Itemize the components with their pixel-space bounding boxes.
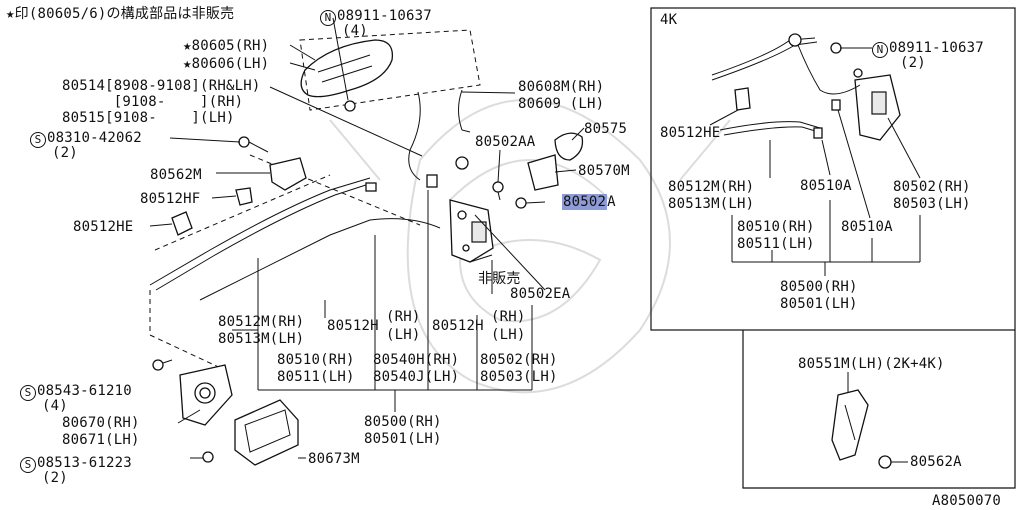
label-80512M-main: 80512M(RH): [218, 314, 305, 330]
label-80513M-main: 80513M(LH): [218, 331, 305, 347]
label-80502EA: 80502EA: [510, 286, 571, 302]
label-80502AA: 80502AA: [475, 134, 536, 150]
label-80514-b: [9108- ](RH): [62, 94, 244, 110]
label-80540J: 80540J(LH): [373, 369, 460, 385]
s-circle-icon: S: [30, 132, 46, 148]
label-80510A-b: 80510A: [841, 219, 893, 235]
label-80540H: 80540H(RH): [373, 352, 460, 368]
label-80671: 80671(LH): [62, 432, 140, 448]
label-80606: ★80606(LH): [183, 56, 270, 72]
label-80514: 80514[8908-9108](RH&LH): [62, 78, 261, 94]
highlighted-part: 80502: [562, 194, 608, 210]
label-80512HE-4k: 80512HE: [660, 125, 721, 141]
label-80512H-a: 80512H: [327, 318, 379, 334]
label-80502-4k: 80502(RH): [893, 179, 971, 195]
bracket-80551M: [831, 389, 869, 461]
part-number: 08513-61223: [37, 455, 132, 471]
clip-80512HF: [235, 187, 253, 206]
label-80510A-a: 80510A: [800, 178, 852, 194]
escutcheon-80673M: [234, 399, 299, 466]
label-80670: 80670(RH): [62, 415, 140, 431]
s-circle-icon: S: [20, 457, 36, 473]
label-rh-a: (RH): [386, 309, 421, 325]
box-2k4k: [742, 330, 1016, 489]
label-80503-main: 80503(LH): [480, 369, 558, 385]
label-lh-b: (LH): [491, 327, 526, 343]
part-number: 08911-10637: [889, 40, 984, 56]
label-80502A: 80502A: [562, 194, 616, 210]
screw: [152, 359, 214, 463]
label-80551M: 80551M(LH)(2K+4K): [798, 356, 945, 372]
samurai-helmet-watermark: [329, 99, 731, 394]
screw: [238, 136, 546, 209]
label-80609: 80609 (LH): [518, 96, 605, 112]
label-80515: 80515[9108- ](LH): [62, 110, 235, 126]
label-rh-b: (RH): [491, 309, 526, 325]
label-80512HE-main: 80512HE: [73, 219, 134, 235]
label-80503-4k: 80503(LH): [893, 196, 971, 212]
label-80511-4k: 80511(LH): [737, 236, 815, 252]
part-suffix: A: [607, 194, 616, 210]
qty-08911-main: (4): [342, 23, 368, 39]
label-80501-4k: 80501(LH): [780, 296, 858, 312]
qty-08543: (4): [42, 398, 68, 414]
diagram-code: A8050070: [932, 493, 1002, 509]
4k-lock-assembly: [854, 74, 901, 141]
label-80513M-4k: 80513M(LH): [668, 196, 755, 212]
part-number: 08543-61210: [37, 383, 132, 399]
s-circle-icon: S: [20, 385, 36, 401]
n-circle-icon: N: [320, 10, 336, 26]
label-80502-main: 80502(RH): [480, 352, 558, 368]
label-80510-4k: 80510(RH): [737, 219, 815, 235]
label-80512HF: 80512HF: [140, 191, 201, 207]
clip-80512HE: [171, 211, 193, 236]
qty-08911-4k: (2): [900, 55, 926, 71]
box-4k: [650, 7, 1016, 331]
actuator-80562M: [269, 157, 307, 191]
striker-bracket: [527, 154, 559, 191]
door-lock-assembly: [449, 199, 494, 263]
label-80570M: 80570M: [578, 163, 630, 179]
label-80501-main: 80501(LH): [364, 431, 442, 447]
label-80608M: 80608M(RH): [518, 79, 605, 95]
label-80673M: 80673M: [308, 451, 360, 467]
plate: [554, 132, 584, 161]
label-80562M: 80562M: [150, 167, 202, 183]
outer-door-handle: [300, 39, 394, 98]
inner-handle-80670: [179, 364, 233, 426]
label-80500-4k: 80500(RH): [780, 279, 858, 295]
label-80500-main: 80500(RH): [364, 414, 442, 430]
part-number: 08310-42062: [47, 130, 142, 146]
label-80575: 80575: [584, 121, 628, 137]
label-80562A: 80562A: [910, 454, 962, 470]
n-circle-icon: N: [872, 42, 888, 58]
label-not-sold: 非販売: [478, 271, 521, 287]
note-not-sold: ★印(80605/6)の構成部品は非販売: [6, 6, 235, 22]
label-80511: 80511(LH): [277, 369, 355, 385]
label-80605: ★80605(RH): [183, 38, 270, 54]
label-80510: 80510(RH): [277, 352, 355, 368]
label-lh-a: (LH): [386, 327, 421, 343]
qty-08513: (2): [42, 470, 68, 486]
label-80512M-4k: 80512M(RH): [668, 179, 755, 195]
qty-08310: (2): [52, 145, 78, 161]
box-4k-title: 4K: [660, 12, 678, 28]
label-80512H-b: 80512H: [432, 318, 484, 334]
part-number: 08911-10637: [337, 8, 432, 24]
rod-clip: [365, 156, 469, 192]
